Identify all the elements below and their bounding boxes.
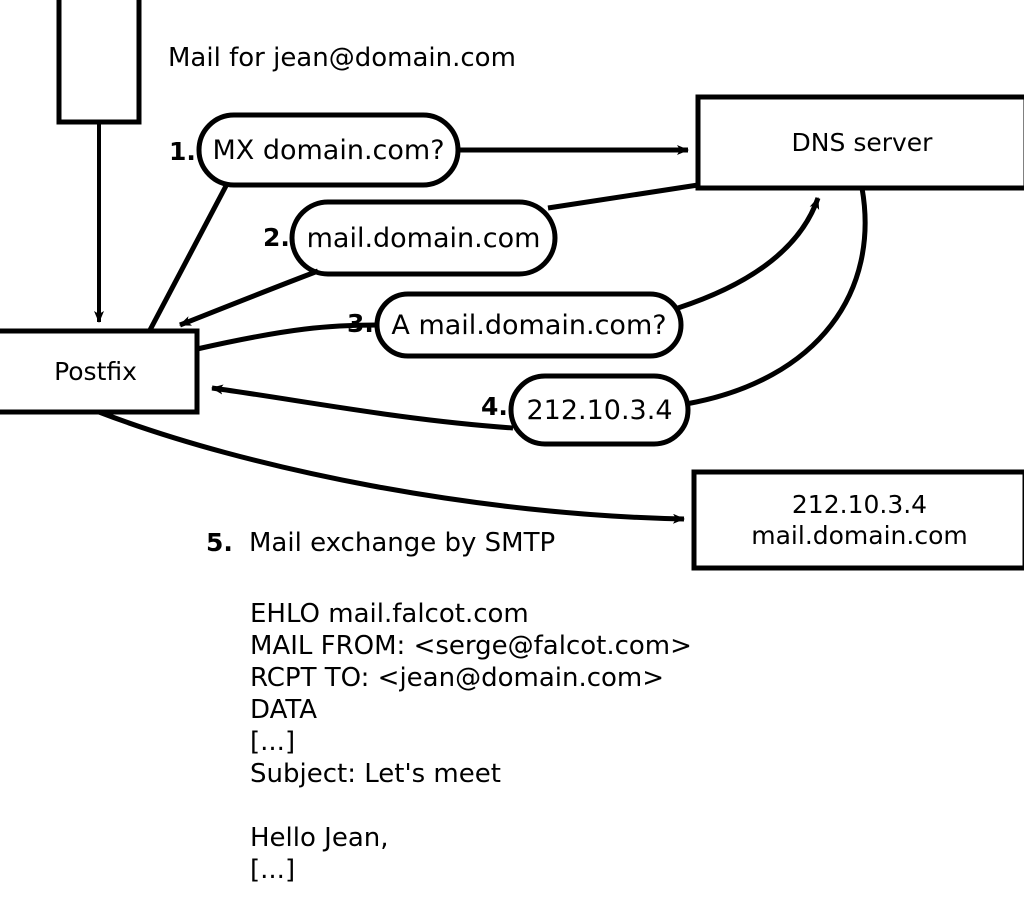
sender-box-shape xyxy=(56,0,142,125)
bubble-4-shape xyxy=(508,373,691,447)
step-1-number: 1. xyxy=(169,137,196,166)
smtp-transcript-line: RCPT TO: <jean@domain.com> xyxy=(250,663,665,693)
bubble-4-label: 212.10.3.4 xyxy=(526,394,673,426)
smtp-transcript-line: DATA xyxy=(250,695,317,725)
bubble-3-label: A mail.domain.com? xyxy=(391,309,667,341)
mail-for-note: Mail for jean@domain.com xyxy=(168,43,516,73)
smtp-transcript-line: MAIL FROM: <serge@falcot.com> xyxy=(250,631,692,661)
line-dns-to-bubble4 xyxy=(685,187,868,407)
smtp-transcript-line: [...] xyxy=(250,727,296,757)
bubble-1-label: MX domain.com? xyxy=(212,134,445,166)
arrow-bubble3-to-dns xyxy=(677,197,821,311)
mail-server-ip: 212.10.3.4 xyxy=(791,489,928,519)
arrow-bubble4-to-postfix xyxy=(211,384,514,431)
step-4-number: 4. xyxy=(481,392,508,421)
step-5-label: Mail exchange by SMTP xyxy=(249,528,556,558)
line-postfix-to-bubble3 xyxy=(196,322,379,352)
mail-server-box-label: 212.10.3.4 mail.domain.com xyxy=(694,472,1024,568)
postfix-box-shape xyxy=(0,328,200,415)
mail-server-box-shape xyxy=(691,469,1024,571)
step-5-number: 5. xyxy=(206,528,233,557)
smtp-transcript-line xyxy=(250,790,692,822)
postfix-box-label: Postfix xyxy=(54,357,137,386)
line-dns-to-bubble2 xyxy=(547,182,699,211)
arrow-bubble2-to-postfix xyxy=(179,268,319,328)
step-2-number: 2. xyxy=(263,223,290,252)
smtp-transcript-line: EHLO mail.falcot.com xyxy=(250,599,529,629)
line-postfix-to-bubble1 xyxy=(147,182,230,332)
mail-server-hostname: mail.domain.com xyxy=(751,521,968,550)
smtp-transcript-line: Subject: Let's meet xyxy=(250,759,501,789)
smtp-transcript-line xyxy=(250,886,692,918)
dns-server-box-label: DNS server xyxy=(791,128,933,157)
smtp-transcript-line: Hello Jean, xyxy=(250,823,389,853)
smtp-transcript-line: [...] xyxy=(250,855,296,885)
step-3-number: 3. xyxy=(347,309,374,338)
bubble-2-label: mail.domain.com xyxy=(306,222,541,254)
arrow-postfix-to-mailserver xyxy=(98,409,685,524)
bubble-2-shape xyxy=(289,199,558,277)
